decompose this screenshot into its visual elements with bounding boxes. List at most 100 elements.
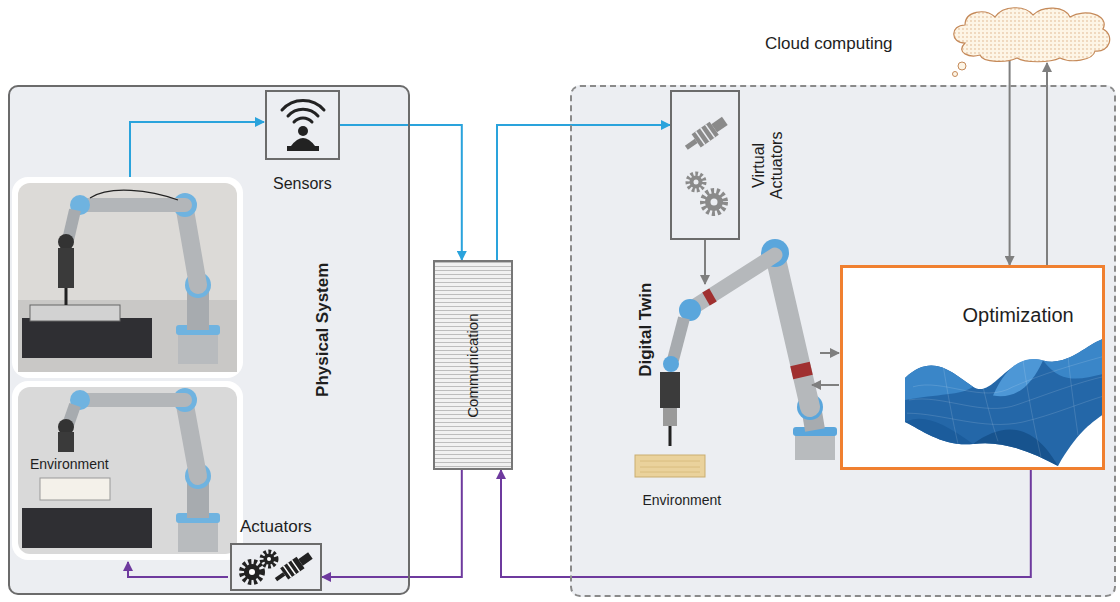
actuator-icon (232, 545, 320, 589)
node-label: Actuators (240, 517, 312, 537)
virtual-actuator-icon (711, 117, 727, 133)
photo-leader-lines (130, 122, 264, 177)
sensor-box: Sensors (265, 90, 340, 160)
sensor-icon (291, 138, 315, 146)
surface-plot (913, 356, 1102, 393)
cloud-thought-bubbles (953, 62, 967, 77)
actuator-icon (242, 562, 262, 582)
robot-photo-bottom (185, 405, 198, 476)
twin-flow-arrows (705, 240, 839, 385)
robot-photo-top (30, 305, 120, 321)
cloud-thought-bubbles (953, 72, 958, 77)
virtual-actuator-icon (694, 180, 699, 185)
robot-photo-bottom (18, 387, 237, 554)
cloud-thought-bubbles (958, 62, 966, 70)
robot-photo-top (12, 177, 243, 378)
sensor-icon (287, 146, 319, 151)
photo-leader-lines (128, 122, 264, 577)
actuator-icon (292, 560, 300, 571)
digital-twin-robot (663, 356, 679, 372)
surface-plot (905, 366, 973, 400)
photo-leader-lines (128, 562, 228, 577)
node-label: Communication (464, 313, 481, 417)
environment-label: Environment (643, 492, 722, 508)
surface-plot (905, 338, 1102, 466)
surface-plot (907, 356, 1102, 457)
virtual-actuator-icon (682, 114, 730, 154)
panel-grounds (8, 85, 410, 595)
actuator-icon (267, 557, 271, 561)
physical-system-panel: Physical System Sensors Actuators (8, 85, 410, 595)
virtual-actuator-icon (696, 125, 715, 145)
robot-photo-top (58, 248, 74, 288)
robot-photo-bottom (12, 381, 243, 560)
robot-photo-bottom (178, 518, 218, 552)
twin-flow-arrows (820, 352, 839, 354)
panel-title: Digital Twin (636, 283, 656, 377)
actuator-icon (242, 552, 276, 582)
actuator-icon (298, 552, 312, 565)
digital-twin-robot (663, 408, 677, 426)
robot-photo-top (58, 234, 74, 250)
robot-photo-top (178, 330, 218, 364)
surface-plot (905, 419, 973, 445)
flow-arrow (1046, 63, 1048, 265)
actuator-icon (264, 554, 275, 565)
virtual-actuator-icon (688, 174, 704, 190)
robot-photo-bottom (58, 432, 74, 452)
digital-twin-robot (669, 426, 672, 446)
sensor-icon (267, 92, 338, 158)
node-label: Virtual Actuators (750, 115, 787, 215)
node-label: Cloud computing (765, 34, 893, 54)
environment-label: Environment (28, 456, 111, 472)
surface-plot (843, 268, 1102, 467)
digital-twin-robot (640, 461, 700, 472)
surface-plot (983, 387, 998, 442)
sensor-icon (298, 126, 308, 136)
virtual-actuator-icon (672, 92, 738, 238)
surface-plot (905, 338, 1102, 466)
surface-plot (1043, 338, 1102, 378)
sensor-icon (288, 109, 318, 116)
virtual-actuator-icon (703, 191, 725, 213)
digital-twin-robot (635, 455, 705, 477)
node-label: Optimization (963, 304, 1074, 327)
virtual-actuator-icon (705, 193, 723, 211)
digital-twin-robot (660, 372, 680, 408)
sensor-icon (282, 101, 324, 110)
cloud-shape (954, 8, 1110, 62)
robot-photo-bottom (12, 381, 243, 560)
flow-arrow (497, 125, 670, 260)
twin-flow-arrows (704, 240, 706, 284)
surface-plot (909, 376, 1102, 408)
digital-twin-robot (673, 318, 684, 360)
panel-grounds (8, 85, 1116, 597)
actuator-icon (275, 572, 285, 581)
virtual-actuator-box: Virtual Actuators (670, 90, 740, 240)
communication-box: Communication (433, 260, 513, 470)
surface-plot (907, 396, 1102, 425)
twin-flow-arrows (812, 384, 839, 386)
optimization-box: Optimization (840, 265, 1105, 470)
robot-photo-top (12, 177, 243, 378)
robot-photo-top (85, 198, 185, 212)
robot-photo-bottom (85, 393, 185, 407)
surface-plot (943, 365, 958, 444)
robot-photo-top (18, 183, 237, 372)
flow-arrow (322, 470, 462, 577)
actuator-icon (262, 552, 276, 566)
digital-twin-robot (635, 239, 837, 477)
actuator-icon (249, 569, 255, 575)
virtual-actuator-icon (690, 176, 703, 189)
digital-twin-robot (706, 295, 713, 299)
robot-photo-bottom (40, 478, 110, 500)
surface-plot (1023, 360, 1041, 457)
actuator-box: Actuators (230, 543, 322, 591)
digital-twin-robot (800, 364, 803, 377)
cloud-node: Cloud computing (945, 3, 1115, 63)
digital-twin-robot (775, 255, 810, 407)
digital-twin-robot (795, 432, 835, 460)
virtual-actuator-icon (688, 174, 725, 213)
robot-photo-top (185, 210, 198, 285)
flow-arrow (340, 125, 462, 260)
